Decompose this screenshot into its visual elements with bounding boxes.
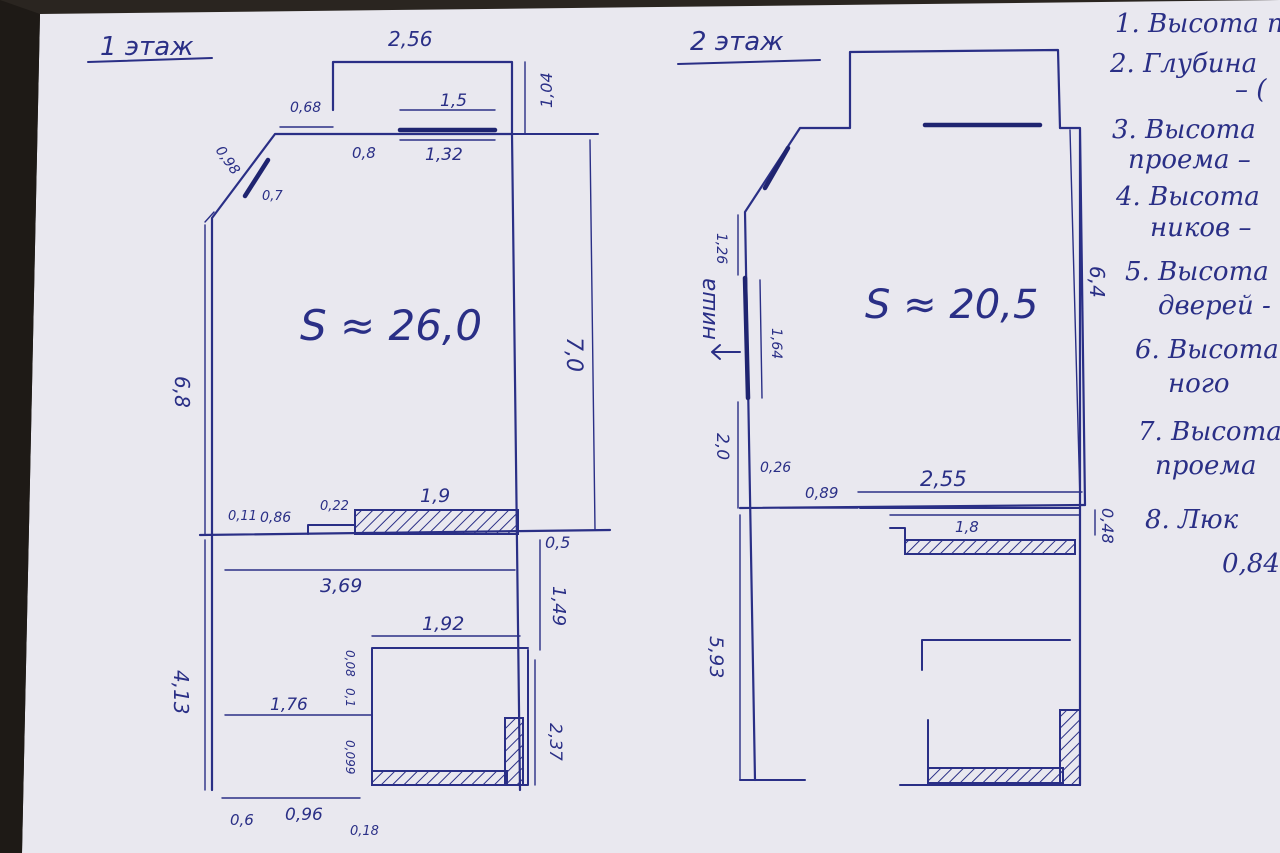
floor2-lower-hatch <box>927 767 1064 784</box>
floor1-dim-left-small: 0,11 <box>228 509 257 524</box>
floor1-dim-mid-width: 3,69 <box>320 575 362 597</box>
floor1-title: 1 этаж <box>100 32 194 62</box>
floor2-dim-stair-inner: 1,8 <box>955 518 979 536</box>
floor1-dim-left-height: 6,8 <box>170 376 194 408</box>
floor2-title: 2 этаж <box>690 27 784 57</box>
floor2-dim-niche-height: 1,64 <box>768 328 784 359</box>
floor2-lower-hatch-v <box>1059 709 1081 786</box>
floor1-dim-top-gap: 0,8 <box>352 144 376 162</box>
floor1-dim-bottom-left: 0,6 <box>230 811 254 829</box>
note-line-1: 1. Высота п <box>1115 9 1280 39</box>
floor1-dim-room-top: 0,08 <box>343 650 357 677</box>
floor1-dim-stair-offset: 0,86 <box>260 510 291 526</box>
floor1-dim-top-depth: 1,04 <box>537 72 556 108</box>
floor2-dim-offset: 0,89 <box>805 484 838 502</box>
note-line-4: 3. Высота <box>1112 115 1256 145</box>
floor2-dim-left-mid: 2,0 <box>712 433 732 460</box>
note-line-8: 5. Высота <box>1125 257 1269 287</box>
floor1-lower-hatch <box>371 770 508 786</box>
floor1-dim-room-right: 2,37 <box>545 723 565 761</box>
floor1-dim-window-top: 1,5 <box>440 91 467 111</box>
floor1-dimension-lines <box>204 61 596 799</box>
floor1-dim-bottom-mid: 0,96 <box>285 805 323 825</box>
floor1-dim-right-mid: 1,49 <box>548 586 569 626</box>
floor1-dim-top-width: 2,56 <box>388 27 433 51</box>
note-line-15: 0,84 <box>1222 549 1280 579</box>
notes-list: 1. Высота п 2. Глубина – ( 3. Высота про… <box>1109 9 1280 579</box>
floor1-dim-left-top: 0,68 <box>290 100 321 116</box>
floor2-dim-lower-left: 5,93 <box>705 636 727 678</box>
floor1-step <box>307 524 356 535</box>
floor1-lower-hatch-v <box>504 717 524 786</box>
floor2-dim-left-top: 1,26 <box>713 233 729 264</box>
note-line-3: – ( <box>1235 75 1267 105</box>
note-line-12: 7. Высота <box>1138 417 1280 447</box>
floor2-niche-arrow <box>711 344 741 360</box>
note-line-13: проема <box>1155 451 1257 481</box>
floor1-title-underline <box>87 57 213 63</box>
floor2-title-underline <box>677 59 821 65</box>
floor1-dim-diag-window: 0,7 <box>262 189 283 204</box>
floor2-stair-step <box>889 527 906 545</box>
floor2-bottom-wall <box>739 779 1081 786</box>
floor1-dim-lower-left: 4,13 <box>169 670 193 715</box>
floor2-plan: 2 этаж S ≈ 20,5 ниша 1,26 1,64 2,0 0,26 … <box>677 27 1117 787</box>
floor2-dimension-lines <box>737 129 1096 781</box>
note-line-2: 2. Глубина <box>1109 49 1257 79</box>
note-line-11: ного <box>1168 369 1230 399</box>
floor1-staircase <box>354 509 519 535</box>
floor2-outer-wall <box>743 48 1062 782</box>
floor1-dim-right-height: 7,0 <box>561 337 586 372</box>
floor2-dim-stair-width: 2,55 <box>920 467 967 491</box>
floor1-dim-right-offset: 0,5 <box>545 533 570 552</box>
floor2-dim-small: 0,26 <box>760 460 791 476</box>
floor1-plan: 1 этаж 2,56 1,04 1,5 1,32 0,68 0,8 0,98 … <box>87 27 612 839</box>
floor1-dim-window-bottom: 1,32 <box>425 145 463 165</box>
floor1-dim-room-left: 0,099 <box>343 740 357 774</box>
floor2-lower-room <box>921 639 1071 671</box>
floor1-diag-dim <box>204 211 215 223</box>
floor1-dim-bottom-small: 0,18 <box>350 824 379 839</box>
floor2-dim-right-small: 0,48 <box>1098 508 1117 544</box>
note-line-7: ников – <box>1150 213 1251 243</box>
floor1-dim-stair-width: 1,9 <box>420 485 450 507</box>
floor1-right-wall <box>510 132 522 792</box>
note-line-14: 8. Люк <box>1145 505 1239 535</box>
floor1-diag-window <box>242 157 271 199</box>
floor2-niche-window <box>742 275 751 401</box>
floor1-dim-room-gap: 1,76 <box>270 695 308 715</box>
floor1-area: S ≈ 26,0 <box>300 301 482 350</box>
note-line-10: 6. Высота <box>1135 335 1279 365</box>
note-line-9: дверей - <box>1158 291 1271 321</box>
floor1-dim-room-mid: 0,1 <box>343 688 357 707</box>
floor1-dim-room-width: 1,92 <box>422 613 464 635</box>
paper-sheet <box>22 0 1280 853</box>
floor2-dim-right-height: 6,4 <box>1085 266 1109 298</box>
floor2-staircase <box>904 539 1076 555</box>
floor2-diag-window <box>762 145 791 191</box>
floor2-niche-label: ниша <box>696 278 721 340</box>
note-line-6: 4. Высота <box>1115 182 1260 212</box>
floor2-area: S ≈ 20,5 <box>865 282 1038 328</box>
floor1-dim-step: 0,22 <box>320 499 349 514</box>
note-line-5: проема – <box>1128 145 1251 175</box>
floor2-right-wall <box>1058 126 1087 787</box>
